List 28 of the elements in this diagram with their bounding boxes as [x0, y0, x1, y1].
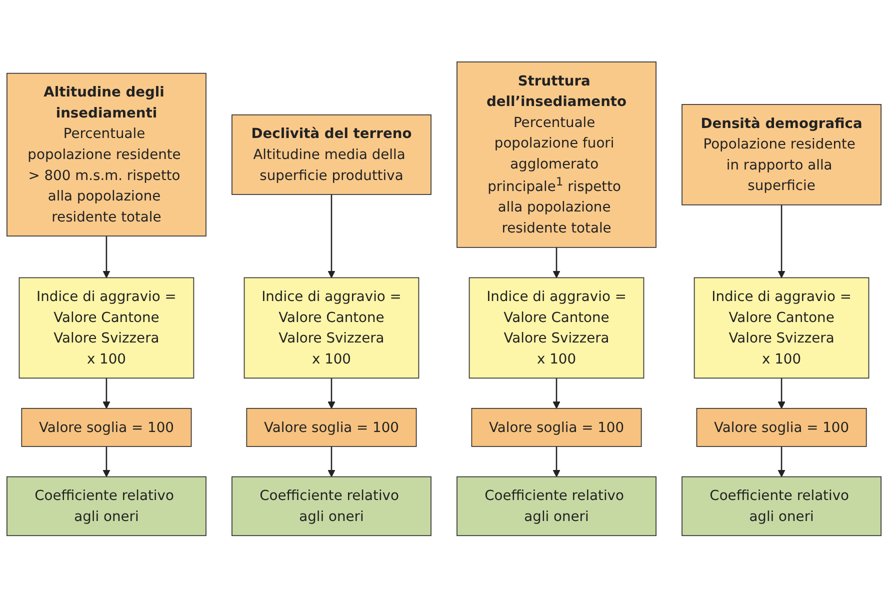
node-box: Coefficiente relativo agli oneri — [6, 476, 206, 536]
arrow — [778, 204, 786, 278]
arrow — [102, 446, 110, 477]
node-box: Altitudine degli insediamenti Percentuale popolazione residente > 800 m.s.m. rispetto alla popolazione residente totale — [6, 72, 206, 236]
node-box: Valore soglia = 100 — [471, 408, 642, 447]
arrow — [328, 194, 336, 278]
arrow — [778, 378, 786, 408]
node-box: Indice di aggravio = Valore Cantone Valore Svizzera x 100 — [694, 277, 870, 378]
node-box: Coefficiente relativo agli oneri — [232, 476, 432, 536]
node-box: Valore soglia = 100 — [246, 408, 417, 447]
arrow — [102, 236, 110, 278]
node-box: Indice di aggravio = Valore Cantone Valore Svizzera x 100 — [468, 277, 644, 378]
node-box: Densità demografica Popolazione residente in rapporto alla superficie — [682, 104, 882, 206]
arrow — [328, 446, 336, 477]
arrow — [552, 446, 560, 477]
node-box: Declività del terreno Altitudine media della superficie produttiva — [232, 114, 432, 195]
node-box: Indice di aggravio = Valore Cantone Valore Svizzera x 100 — [18, 277, 194, 378]
arrow — [552, 378, 560, 408]
node-box: Valore soglia = 100 — [696, 408, 867, 447]
arrow — [778, 446, 786, 477]
node-box: Struttura dell’insediamento Percentuale popolazione fuori agglomerato principale$^{1}$ rispetto alla popolazione residente totale — [456, 61, 656, 248]
node-box: Valore soglia = 100 — [21, 408, 192, 447]
arrow — [328, 378, 336, 408]
arrow — [552, 247, 560, 278]
node-box: Coefficiente relativo agli oneri — [456, 476, 656, 536]
arrow — [102, 378, 110, 408]
node-box: Indice di aggravio = Valore Cantone Valore Svizzera x 100 — [244, 277, 420, 378]
node-box: Coefficiente relativo agli oneri — [682, 476, 882, 536]
